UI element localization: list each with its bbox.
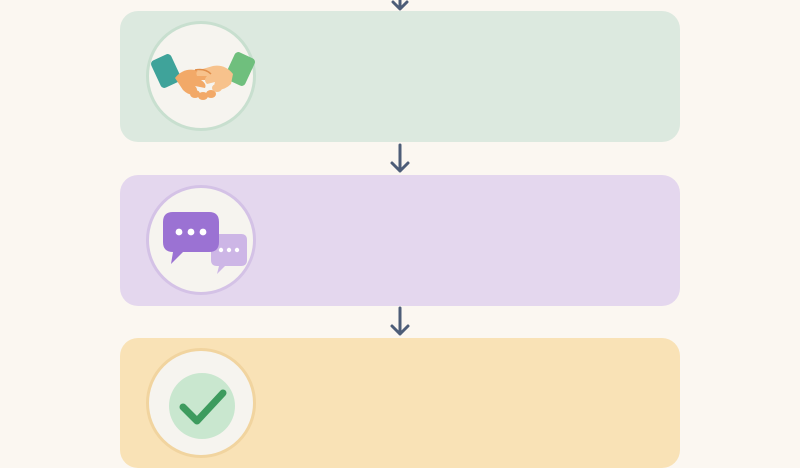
step-card-approval xyxy=(120,338,680,468)
step-card-agreement xyxy=(120,11,680,142)
arrow-down-icon xyxy=(390,143,410,173)
arrow-down-icon xyxy=(390,306,410,336)
step-icon-container xyxy=(146,348,256,458)
handshake-icon xyxy=(151,52,255,100)
checkmark-icon xyxy=(169,373,235,439)
arrow-down-icon xyxy=(391,0,409,11)
step-icon-container xyxy=(146,185,256,295)
step-icon-container xyxy=(146,21,256,131)
chat-bubbles-icon xyxy=(163,212,247,274)
step-card-discussion xyxy=(120,175,680,306)
